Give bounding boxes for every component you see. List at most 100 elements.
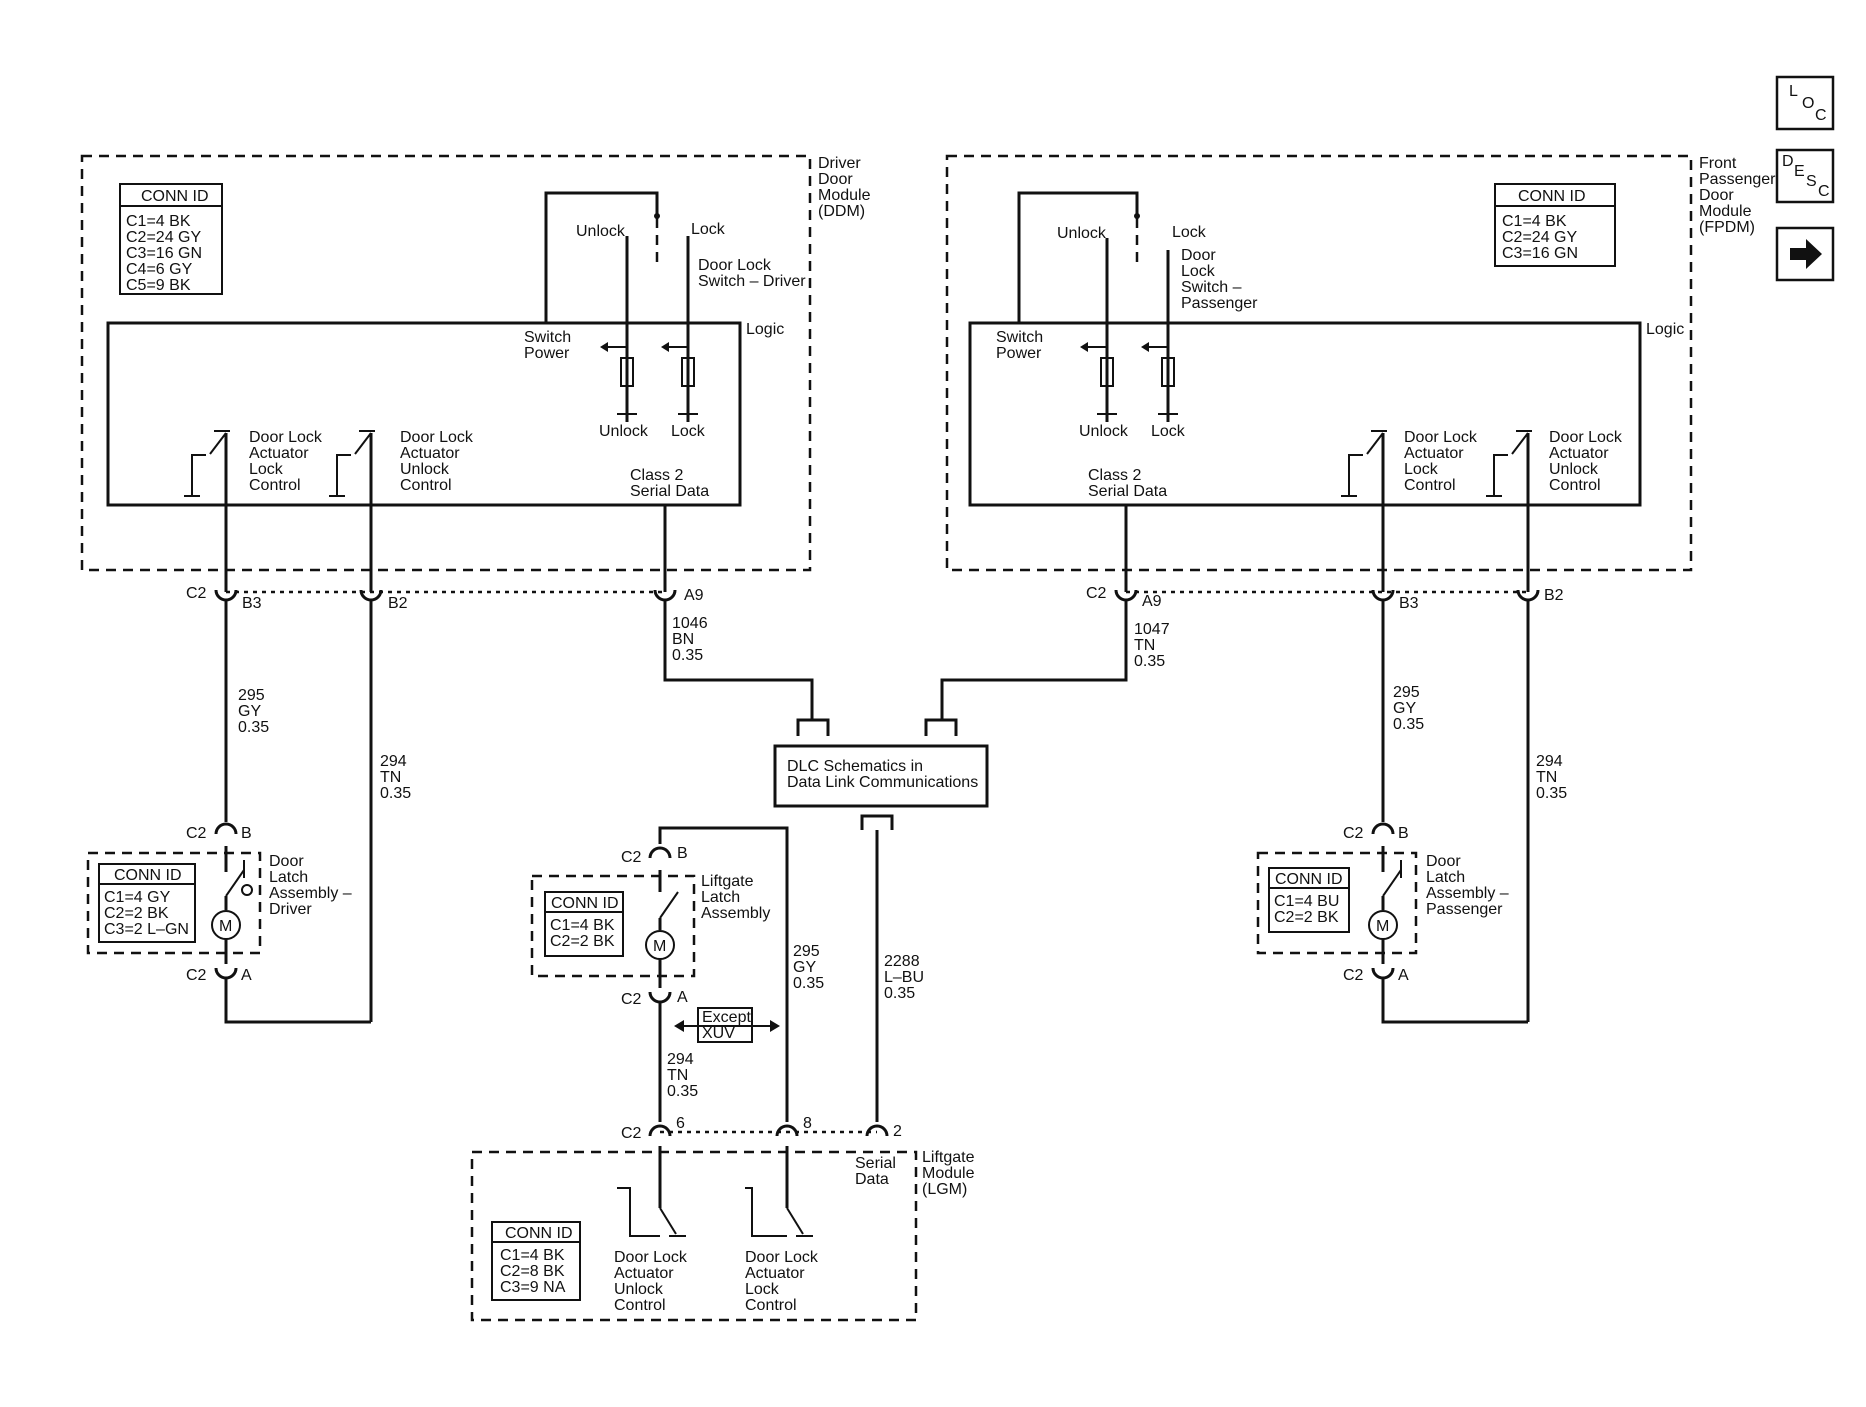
svg-text:CONN ID: CONN ID [141, 188, 209, 205]
next-button[interactable] [1775, 226, 1835, 282]
svg-text:Door Lock: Door Lock [698, 257, 772, 274]
svg-text:Serial Data: Serial Data [1088, 483, 1167, 500]
liftgate-module: C2 6 8 2 Serial Data Liftgate Module (LG… [470, 1115, 975, 1322]
svg-text:294: 294 [667, 1051, 694, 1068]
svg-text:0.35: 0.35 [238, 719, 269, 736]
svg-text:Module: Module [1699, 203, 1752, 220]
svg-text:Door: Door [1426, 853, 1461, 870]
dlc-schematics-link[interactable]: DLC Schematics in Data Link Communicatio… [773, 744, 989, 808]
svg-text:M: M [219, 918, 232, 935]
svg-text:0.35: 0.35 [1393, 716, 1424, 733]
arrow-right-icon [1790, 239, 1822, 269]
svg-text:C2=24 GY: C2=24 GY [126, 229, 201, 246]
ddm-title: Driver [818, 155, 861, 172]
ddm-connector-c2: C2 B3 B2 A9 [186, 585, 704, 612]
loc-button[interactable]: L O C [1775, 75, 1835, 131]
svg-text:Door Lock: Door Lock [1404, 429, 1478, 446]
svg-text:B: B [241, 825, 252, 842]
ddm-conn-id: CONN ID C1=4 BK C2=24 GY C3=16 GN C4=6 G… [119, 183, 223, 295]
svg-text:Module: Module [818, 187, 871, 204]
svg-text:C2: C2 [1086, 585, 1107, 602]
svg-text:Door Lock: Door Lock [400, 429, 474, 446]
svg-text:C2=2 BK: C2=2 BK [550, 933, 615, 950]
svg-text:1047: 1047 [1134, 621, 1170, 638]
svg-text:Switch: Switch [996, 329, 1043, 346]
svg-text:6: 6 [676, 1115, 685, 1132]
except-xuv-note: Except XUV [674, 1007, 780, 1043]
svg-text:Front: Front [1699, 155, 1737, 172]
svg-text:Serial Data: Serial Data [630, 483, 709, 500]
svg-text:C2: C2 [621, 991, 642, 1008]
svg-text:L–BU: L–BU [884, 969, 924, 986]
svg-text:C2: C2 [1343, 825, 1364, 842]
svg-text:CONN ID: CONN ID [114, 867, 182, 884]
svg-text:Unlock: Unlock [614, 1281, 664, 1298]
svg-text:XUV: XUV [702, 1025, 735, 1042]
svg-text:Assembly –: Assembly – [269, 885, 352, 902]
svg-text:TN: TN [380, 769, 401, 786]
svg-text:Lock: Lock [691, 221, 726, 238]
svg-text:C3=9 NA: C3=9 NA [500, 1279, 566, 1296]
svg-text:A: A [241, 967, 252, 984]
svg-text:C1=4 BU: C1=4 BU [1274, 893, 1339, 910]
desc-button[interactable]: D E S C [1775, 148, 1835, 204]
svg-text:Class 2: Class 2 [1088, 467, 1141, 484]
svg-text:A9: A9 [684, 587, 704, 604]
svg-text:C2: C2 [621, 1125, 642, 1142]
svg-text:2288: 2288 [884, 953, 920, 970]
svg-text:Actuator: Actuator [249, 445, 309, 462]
svg-text:Unlock: Unlock [599, 423, 649, 440]
svg-text:Actuator: Actuator [1404, 445, 1464, 462]
svg-text:C: C [1818, 183, 1830, 200]
svg-text:Door: Door [1699, 187, 1734, 204]
svg-text:Passenger: Passenger [1426, 901, 1503, 918]
svg-text:TN: TN [1134, 637, 1155, 654]
svg-text:GY: GY [793, 959, 816, 976]
svg-text:Latch: Latch [269, 869, 308, 886]
svg-text:C2=2 BK: C2=2 BK [104, 905, 169, 922]
svg-text:Actuator: Actuator [1549, 445, 1609, 462]
fpdm-connector-c2: C2 A9 B3 B2 [1086, 585, 1564, 612]
svg-text:C2: C2 [186, 585, 207, 602]
svg-text:Class 2: Class 2 [630, 467, 683, 484]
svg-text:Switch: Switch [524, 329, 571, 346]
svg-text:Data: Data [855, 1171, 889, 1188]
svg-text:C1=4 GY: C1=4 GY [104, 889, 171, 906]
svg-text:Module: Module [922, 1165, 975, 1182]
door-latch-passenger: 295 GY 0.35 294 TN 0.35 C2 B CONN ID C1=… [1256, 600, 1567, 1024]
svg-text:C2: C2 [186, 825, 207, 842]
svg-text:E: E [1794, 163, 1805, 180]
svg-text:Door: Door [1181, 247, 1216, 264]
svg-text:GY: GY [238, 703, 261, 720]
svg-text:A9: A9 [1142, 593, 1162, 610]
svg-text:Liftgate: Liftgate [922, 1149, 975, 1166]
svg-text:(FPDM): (FPDM) [1699, 219, 1755, 236]
serial-data-wires: 1046 BN 0.35 1047 TN 0.35 [663, 600, 1170, 736]
svg-text:295: 295 [1393, 684, 1420, 701]
svg-text:C2=8 BK: C2=8 BK [500, 1263, 565, 1280]
svg-text:M: M [1376, 918, 1389, 935]
svg-text:8: 8 [803, 1115, 812, 1132]
svg-text:Lock: Lock [745, 1281, 780, 1298]
wire-2288: 2288 L–BU 0.35 [860, 814, 924, 1122]
svg-text:Lock: Lock [1172, 224, 1207, 241]
svg-text:Logic: Logic [1646, 321, 1684, 338]
svg-text:Power: Power [524, 345, 570, 362]
svg-text:C2=2 BK: C2=2 BK [1274, 909, 1339, 926]
svg-text:0.35: 0.35 [1134, 653, 1165, 670]
svg-text:B2: B2 [1544, 587, 1564, 604]
svg-text:Switch – Driver: Switch – Driver [698, 273, 806, 290]
svg-text:C3=16 GN: C3=16 GN [1502, 245, 1578, 262]
svg-text:Logic: Logic [746, 321, 784, 338]
svg-text:Passenger: Passenger [1699, 171, 1776, 188]
svg-text:0.35: 0.35 [884, 985, 915, 1002]
svg-text:Passenger: Passenger [1181, 295, 1258, 312]
svg-text:Data Link Communications: Data Link Communications [787, 774, 978, 791]
svg-text:Control: Control [400, 477, 452, 494]
svg-text:BN: BN [672, 631, 694, 648]
svg-text:Control: Control [745, 1297, 797, 1314]
svg-text:Latch: Latch [1426, 869, 1465, 886]
svg-text:Unlock: Unlock [1549, 461, 1599, 478]
svg-text:Driver: Driver [269, 901, 312, 918]
